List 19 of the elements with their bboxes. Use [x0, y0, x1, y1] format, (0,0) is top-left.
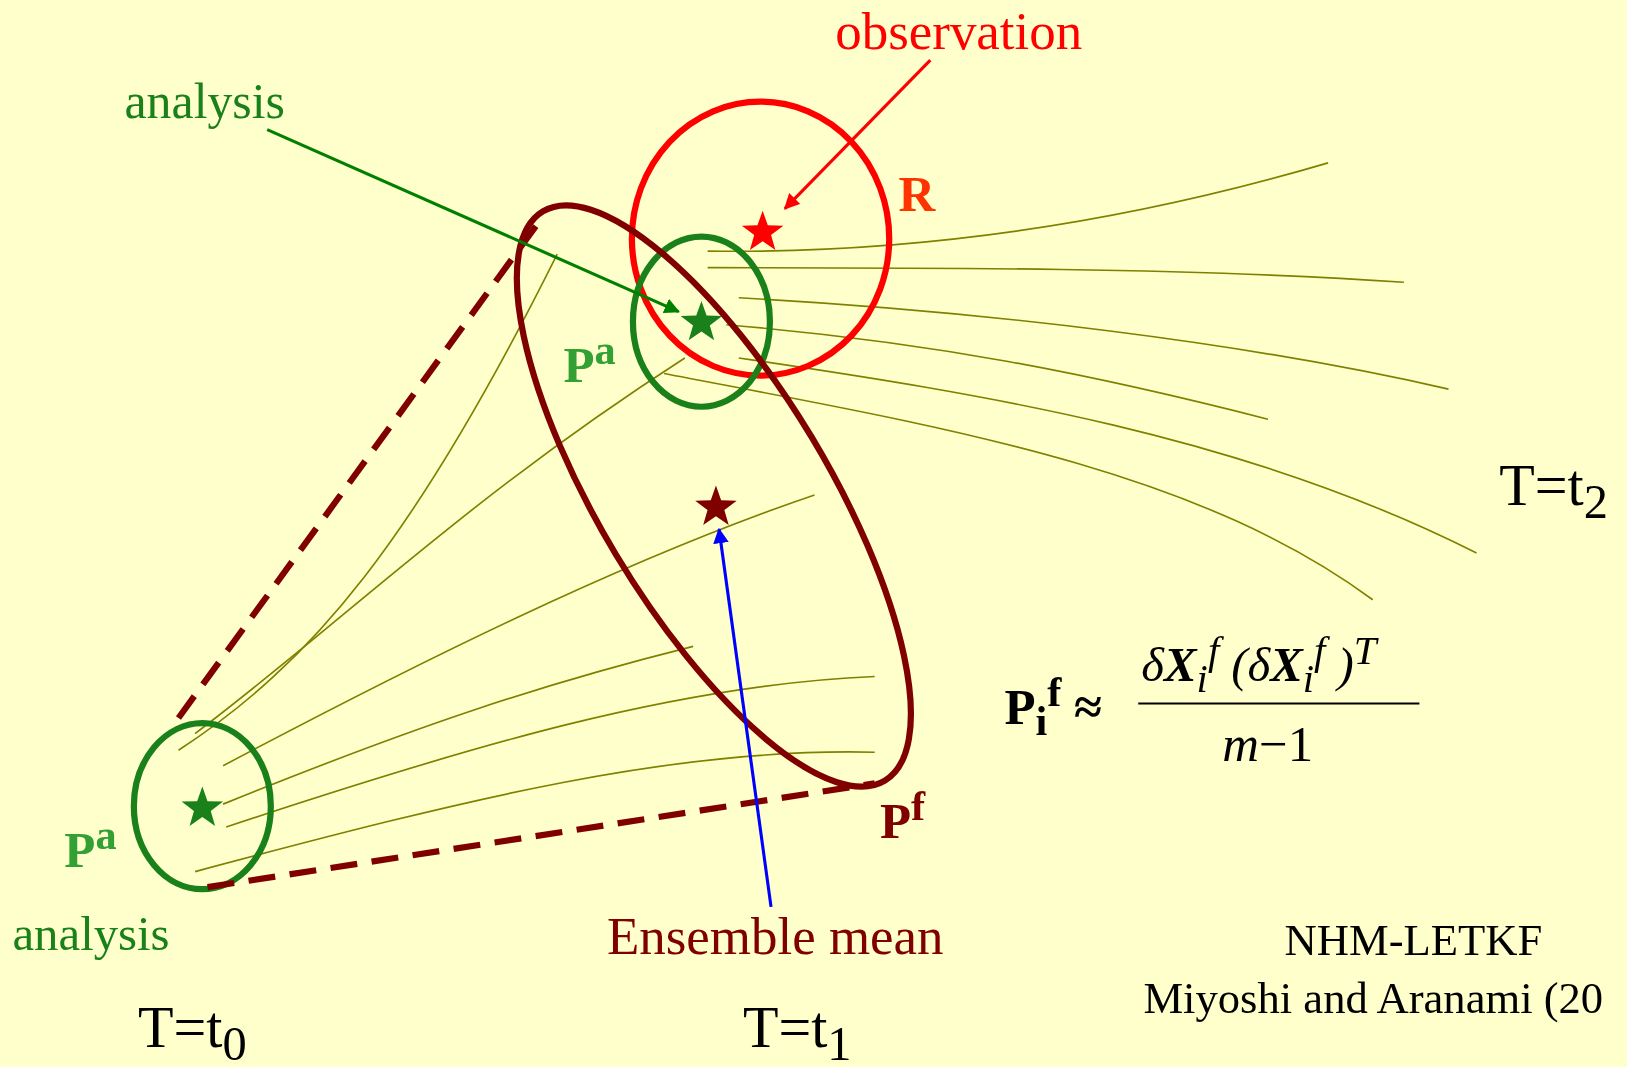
formula-text: m−1: [1222, 715, 1314, 772]
matrix-label: P$^{a}$: [563, 327, 616, 394]
time-label: T=t$_{0}$: [138, 996, 247, 1067]
callout-text: analysis: [12, 907, 170, 962]
note-text: NHM-LETKF: [1284, 915, 1543, 965]
formula-text: P$_{i}$$^{f}$ ≈: [1004, 669, 1102, 746]
leader-arrow: [266, 128, 680, 314]
citation-text: Miyoshi and Aranami (20: [1143, 973, 1604, 1023]
matrix-label: R: [898, 166, 936, 222]
matrix-label: P$^{a}$: [64, 812, 117, 879]
formula-text: δX$_{i}$$^{f}$ (δX$_{i}$$^{f}$ )$^{T}$: [1141, 627, 1377, 701]
callout-text: analysis: [124, 74, 285, 130]
leader-arrow: [783, 59, 932, 210]
time-label: T=t$_{2}$: [1499, 454, 1608, 529]
matrix-label: P$^{f}$: [879, 783, 926, 849]
callout-text: Ensemble mean: [607, 906, 944, 966]
leader-arrow: [713, 527, 773, 908]
time-label: T=t$_{1}$: [742, 996, 852, 1067]
callout-text: observation: [835, 2, 1083, 61]
